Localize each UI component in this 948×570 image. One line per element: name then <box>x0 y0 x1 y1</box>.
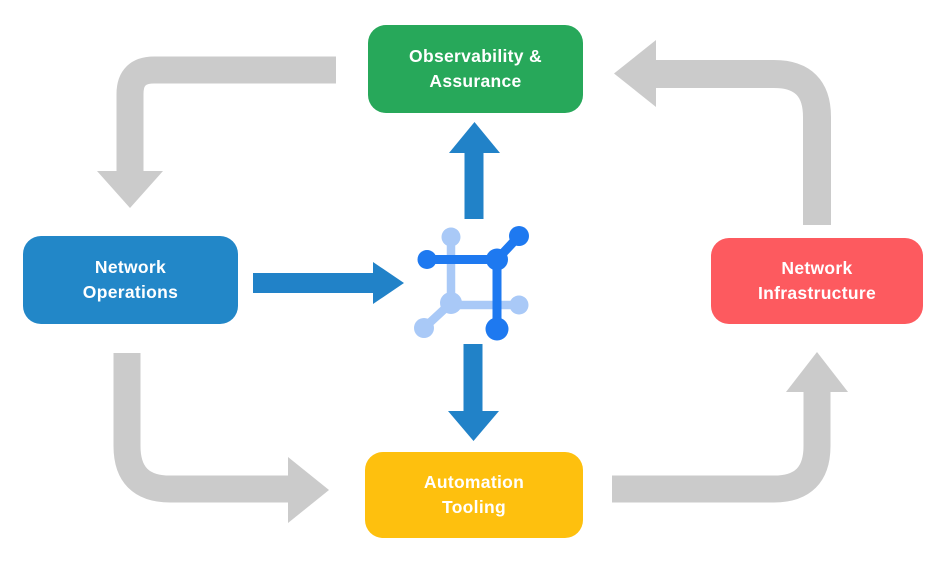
node-automation-tooling: Automation Tooling <box>365 452 583 538</box>
arrow-center-to-tooling <box>448 344 499 441</box>
arrow-operations-to-center <box>253 262 404 304</box>
network-automation-icon <box>414 226 529 341</box>
network-icon-light-dots <box>414 227 529 338</box>
blue-center-arrows <box>253 122 500 441</box>
arrow-tooling-to-infrastructure <box>612 352 848 503</box>
arrow-observability-to-operations <box>97 56 336 208</box>
arrow-center-to-observability <box>449 122 500 219</box>
network-icon-dark-dots <box>417 226 529 341</box>
arrow-infrastructure-to-observability <box>614 40 831 225</box>
node-network-operations: Network Operations <box>23 236 238 324</box>
node-observability-assurance: Observability & Assurance <box>368 25 583 113</box>
arrow-operations-to-tooling <box>113 353 329 523</box>
gray-cycle-arrows <box>97 40 848 523</box>
node-network-infrastructure: Network Infrastructure <box>711 238 923 324</box>
